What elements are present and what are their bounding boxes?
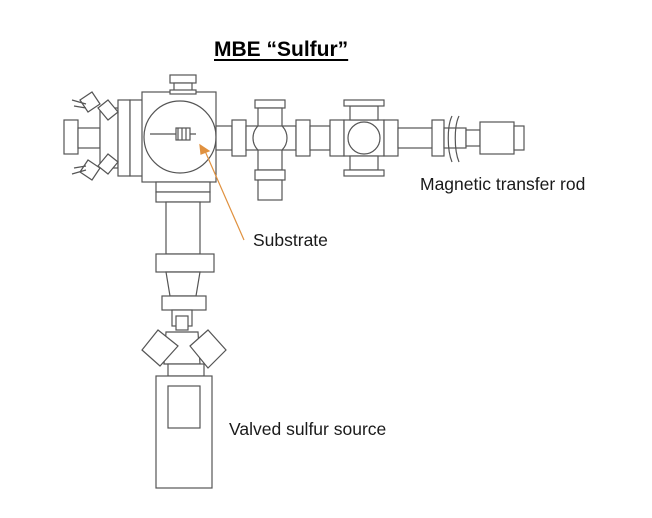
- diagram-title: MBE “Sulfur”: [214, 38, 349, 61]
- transfer-line: [215, 99, 525, 201]
- vertical-tube: [165, 201, 201, 255]
- transfer-flange-2: [295, 119, 311, 157]
- pointer-line: [204, 150, 245, 241]
- cross-2-bottom-neck: [349, 155, 379, 171]
- transfer-flange-1: [231, 119, 247, 157]
- cross-1-bottom-neck: [257, 149, 283, 171]
- pointer-arrowhead: [199, 143, 211, 155]
- left-neck: [77, 127, 101, 149]
- substrate-pointer: [199, 143, 245, 241]
- upper-angled-port: [71, 91, 119, 121]
- top-flange-lower: [169, 89, 197, 95]
- lower-flange: [161, 295, 207, 311]
- main-chamber: [141, 74, 217, 183]
- magnetic-transfer-rod-label: Magnetic transfer rod: [420, 174, 586, 194]
- transfer-neck-2: [309, 125, 331, 151]
- top-flange-upper: [169, 74, 197, 84]
- cross-1-top-flange: [254, 99, 286, 109]
- vertical-line: [155, 181, 215, 311]
- transfer-neck-1: [215, 125, 233, 151]
- reducer: [165, 271, 201, 297]
- cross-1-top-neck: [257, 107, 283, 127]
- valve-left-arm: [141, 329, 179, 367]
- break-mark-1: [447, 115, 453, 163]
- transfer-flange-3: [329, 119, 345, 157]
- rod-coupling: [465, 129, 481, 147]
- rod-end-cap: [513, 125, 525, 151]
- cross-2-bottom-flange: [343, 169, 385, 177]
- break-mark-2: [454, 115, 460, 163]
- valved-sulfur-source-label: Valved sulfur source: [229, 419, 387, 439]
- valve-body-small: [175, 315, 189, 331]
- valve-assembly: [141, 309, 227, 489]
- source-window: [167, 385, 201, 429]
- left-end-flange: [63, 119, 79, 155]
- source-top-flange: [167, 363, 205, 377]
- bottom-flange-top: [155, 181, 211, 193]
- cross-1-bottom-cap: [257, 179, 283, 201]
- bottom-flange-base: [155, 191, 211, 203]
- rod-magnet-housing: [479, 121, 515, 155]
- cross-2-top-flange: [343, 99, 385, 107]
- cross-2-top-neck: [349, 105, 379, 121]
- cross-2-ball: [347, 121, 381, 155]
- left-port-assembly: [63, 91, 145, 181]
- lower-angled-port: [71, 153, 119, 181]
- left-flange-inner-a: [117, 99, 131, 177]
- mid-flange: [155, 253, 215, 273]
- cross-1-bottom-flange: [254, 169, 286, 181]
- valve-right-arm: [189, 329, 227, 369]
- transfer-flange-4: [383, 119, 399, 157]
- transfer-flange-5: [431, 119, 445, 157]
- substrate-label: Substrate: [253, 230, 328, 250]
